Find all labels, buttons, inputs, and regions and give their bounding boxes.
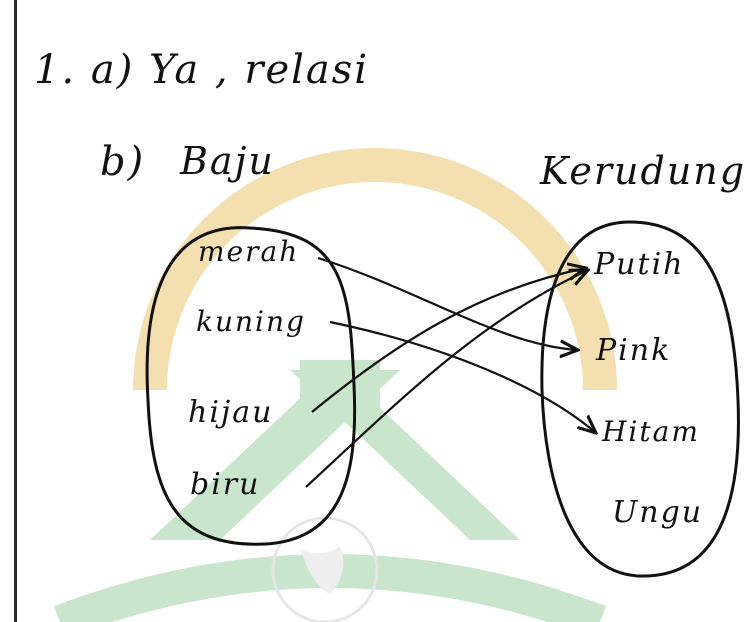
codomain-title: Kerudung — [540, 149, 747, 193]
codomain-item-putih: Putih — [594, 247, 685, 282]
domain-title: Baju — [180, 139, 275, 183]
part-b-label: b) — [100, 139, 146, 185]
answer-line-1: 1. a) Ya , relasi — [34, 47, 370, 93]
arrow-kuning-hitam — [329, 320, 596, 433]
arrow-merah-pink — [317, 256, 578, 350]
domain-item-biru: biru — [190, 467, 261, 502]
arrow-biru-putih — [305, 270, 588, 488]
domain-item-hijau: hijau — [188, 395, 274, 430]
domain-item-kuning: kuning — [196, 305, 306, 338]
codomain-item-ungu: Ungu — [612, 495, 704, 530]
domain-set-oval — [145, 226, 357, 546]
arrow-hijau-putih — [311, 268, 586, 413]
codomain-item-pink: Pink — [596, 333, 672, 368]
codomain-set-oval — [540, 220, 740, 578]
domain-item-merah: merah — [198, 235, 300, 268]
margin-line — [14, 0, 17, 622]
codomain-item-hitam: Hitam — [602, 415, 700, 448]
